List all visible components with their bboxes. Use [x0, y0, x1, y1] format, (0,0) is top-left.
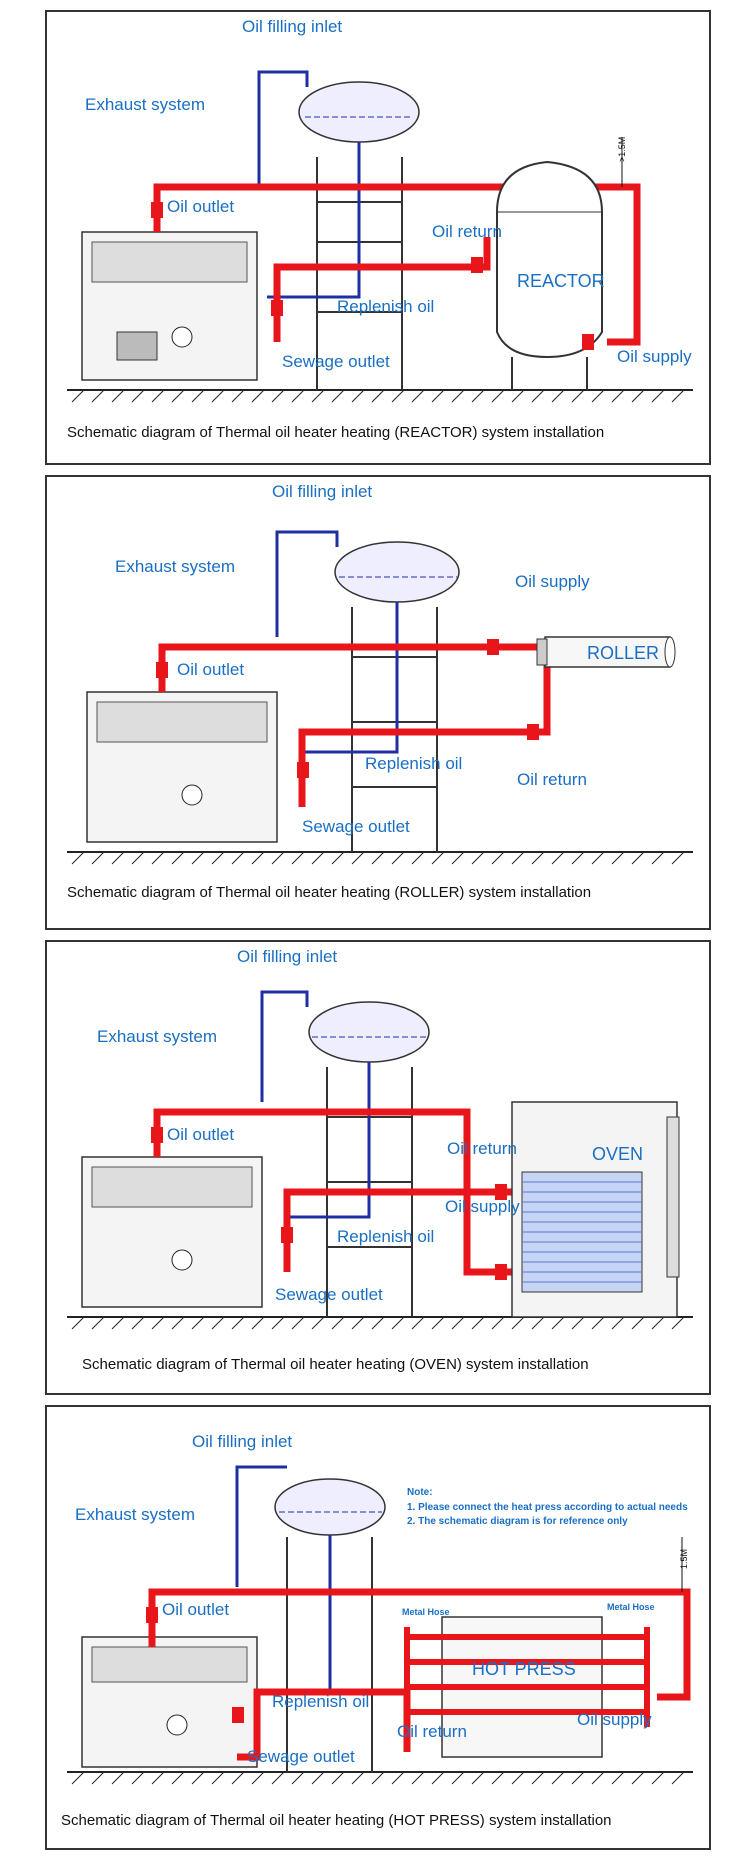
sewage-outlet-label: Sewage outlet — [247, 1747, 355, 1766]
roller-diagram: Oil filling inlet Exhaust system Oil out… — [67, 482, 693, 901]
pump-icon — [181, 784, 203, 806]
ground-hatch — [71, 851, 685, 865]
roller-drum — [536, 636, 676, 668]
replenish-oil-label: Replenish oil — [337, 1227, 434, 1246]
exhaust-system-label: Exhaust system — [85, 95, 205, 114]
oil-supply-label: Oil supply — [515, 572, 590, 591]
replenish-oil-label: Replenish oil — [365, 754, 462, 773]
sewage-outlet-label: Sewage outlet — [275, 1285, 383, 1304]
valve-icon — [146, 1607, 244, 1723]
oil-return-label: Oil return — [517, 770, 587, 789]
valve-icon — [151, 202, 594, 350]
oven-caption: Schematic diagram of Thermal oil heater … — [82, 1356, 589, 1373]
metal-hose-right-label: Metal Hose — [607, 1602, 655, 1612]
ground-hatch — [71, 1771, 685, 1785]
height-mark: >1.5M — [617, 137, 627, 162]
oil-supply-label: Oil supply — [617, 347, 692, 366]
reactor-panel: >1.5M Oil filling inlet Exhaust system O… — [45, 10, 711, 465]
valve-icon — [156, 639, 539, 778]
sewage-outlet-label: Sewage outlet — [302, 817, 410, 836]
oven-panel: Oil filling inlet Exhaust system Oil out… — [45, 940, 711, 1395]
expansion-tank — [334, 541, 460, 603]
oil-return-label: Oil return — [397, 1722, 467, 1741]
sewage-outlet-label: Sewage outlet — [282, 352, 390, 371]
hot-press-diagram: 1.5M Oil filling inlet Exhaust system Oi… — [61, 1432, 693, 1829]
return-pipes — [257, 70, 361, 299]
hot-press-label: HOT PRESS — [472, 1659, 576, 1679]
oil-supply-label: Oil supply — [445, 1197, 520, 1216]
tank-stand — [286, 1537, 373, 1772]
exhaust-system-label: Exhaust system — [115, 557, 235, 576]
reactor-caption: Schematic diagram of Thermal oil heater … — [67, 424, 604, 441]
oil-outlet-label: Oil outlet — [177, 660, 244, 679]
oven-diagram: Oil filling inlet Exhaust system Oil out… — [67, 947, 693, 1373]
height-mark: 1.5M — [679, 1549, 689, 1569]
ground-hatch — [71, 1316, 685, 1330]
roller-panel: Oil filling inlet Exhaust system Oil out… — [45, 475, 711, 930]
expansion-tank — [298, 81, 420, 143]
reactor-diagram: >1.5M Oil filling inlet Exhaust system O… — [67, 17, 693, 441]
replenish-oil-label: Replenish oil — [337, 297, 434, 316]
roller-caption: Schematic diagram of Thermal oil heater … — [67, 884, 591, 901]
reactor-vessel — [496, 160, 603, 390]
expansion-tank — [274, 1478, 386, 1536]
hot-press-caption: Schematic diagram of Thermal oil heater … — [61, 1812, 612, 1829]
hot-press-panel: 1.5M Oil filling inlet Exhaust system Oi… — [45, 1405, 711, 1850]
oil-return-label: Oil return — [432, 222, 502, 241]
metal-hose-left-label: Metal Hose — [402, 1607, 450, 1617]
note-line-2: 2. The schematic diagram is for referenc… — [407, 1516, 628, 1527]
expansion-tank — [308, 1001, 430, 1063]
exhaust-system-label: Exhaust system — [97, 1027, 217, 1046]
note-title: Note: — [407, 1487, 433, 1498]
hot-press-unit — [404, 1616, 650, 1758]
ground-hatch — [71, 389, 685, 403]
reactor-label: REACTOR — [517, 271, 605, 291]
oven-label: OVEN — [592, 1144, 643, 1164]
pump-icon — [166, 1714, 188, 1736]
exhaust-system-label: Exhaust system — [75, 1505, 195, 1524]
oil-filling-inlet-label: Oil filling inlet — [237, 947, 337, 966]
return-pipes — [275, 530, 399, 754]
oil-filling-inlet-label: Oil filling inlet — [192, 1432, 292, 1451]
oil-filling-inlet-label: Oil filling inlet — [242, 17, 342, 36]
oil-outlet-label: Oil outlet — [162, 1600, 229, 1619]
note-line-1: 1. Please connect the heat press accordi… — [407, 1502, 688, 1513]
oil-filling-inlet-label: Oil filling inlet — [272, 482, 372, 501]
oven-unit — [511, 1101, 680, 1318]
oil-outlet-label: Oil outlet — [167, 1125, 234, 1144]
oil-outlet-label: Oil outlet — [167, 197, 234, 216]
oil-return-label: Oil return — [447, 1139, 517, 1158]
roller-label: ROLLER — [587, 643, 659, 663]
replenish-oil-label: Replenish oil — [272, 1692, 369, 1711]
pump-icon — [171, 1249, 193, 1271]
valve-icon — [151, 1127, 507, 1280]
oil-supply-label: Oil supply — [577, 1710, 652, 1729]
pump-icon — [171, 326, 193, 348]
